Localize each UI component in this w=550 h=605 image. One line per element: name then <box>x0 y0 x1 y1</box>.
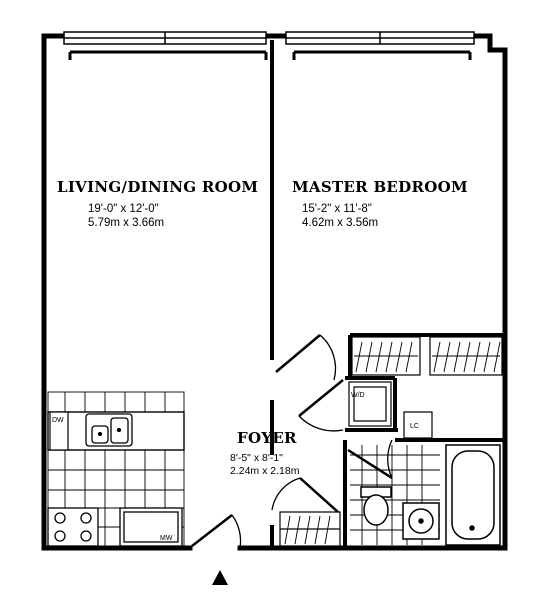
bathtub <box>445 444 501 546</box>
entry-door[interactable] <box>191 514 242 549</box>
living-room-dim-metric: 5.79m x 3.66m <box>88 217 164 229</box>
kitchen-sink <box>85 413 133 447</box>
bathroom-door[interactable] <box>347 439 393 480</box>
foyer-dim-metric: 2.24m x 2.18m <box>230 465 300 477</box>
dishwasher-label: DW <box>52 417 64 424</box>
entrance-triangle-up-icon <box>212 570 228 585</box>
living-room-dim-imperial: 19'-0" x 12'-0" <box>88 203 159 215</box>
dishwasher <box>49 411 69 451</box>
microwave-label: MW <box>160 535 173 542</box>
foyer-dim-imperial: 8'-5" x 8'-1" <box>230 452 283 464</box>
washer-dryer <box>348 381 392 427</box>
bedroom-dim-metric: 4.62m x 3.56m <box>302 217 378 229</box>
window-bedroom <box>285 31 475 45</box>
exterior-walls <box>41 33 508 551</box>
bedroom-name: MASTER BEDROOM <box>292 178 468 196</box>
linen-closet-label: LC <box>410 423 419 430</box>
washer-dryer-label: W/D <box>351 392 365 399</box>
linen-closet <box>403 411 433 439</box>
bedroom-door[interactable] <box>275 334 337 381</box>
living-room-name: LIVING/DINING ROOM <box>57 178 258 196</box>
toilet <box>360 486 392 526</box>
bath-sink <box>402 502 440 540</box>
foyer-name: FOYER <box>237 429 297 447</box>
washer-dryer-door[interactable] <box>298 379 344 432</box>
window-living <box>63 31 267 45</box>
foyer-closet <box>279 511 341 547</box>
stove <box>47 507 99 547</box>
interior-walls <box>270 40 505 548</box>
window-sills <box>68 50 472 60</box>
bedroom-dim-imperial: 15'-2" x 11'-8" <box>302 203 372 215</box>
refrigerator <box>119 507 183 547</box>
foyer-closet-door[interactable] <box>271 477 339 513</box>
bedroom-closets <box>351 336 503 376</box>
